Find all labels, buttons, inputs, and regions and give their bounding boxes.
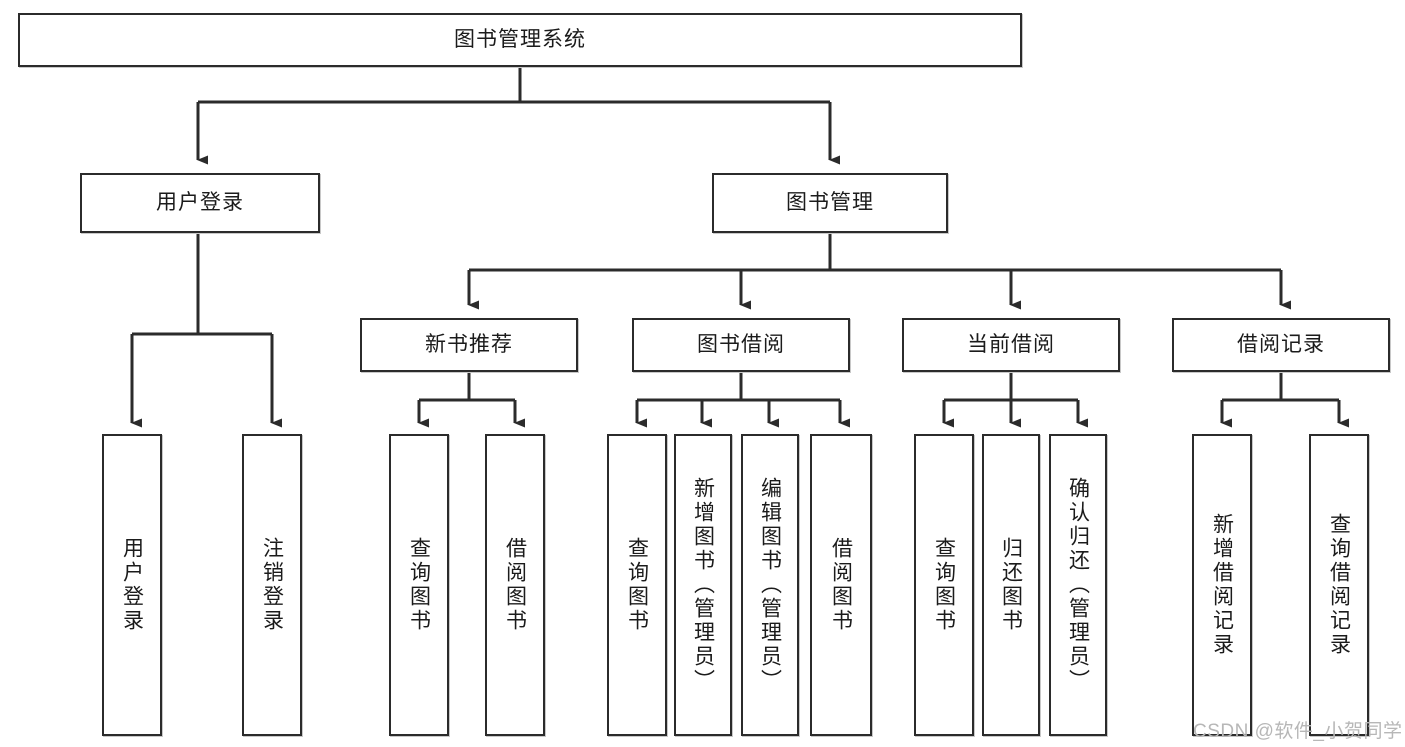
node-leaf-borrow-book-2[interactable]: 借阅图书 — [810, 434, 872, 736]
node-book-borrow-label: 图书借阅 — [697, 332, 785, 356]
node-root-system-label: 图书管理系统 — [454, 27, 586, 51]
node-root-system[interactable]: 图书管理系统 — [18, 13, 1022, 67]
node-leaf-query-book-2-label: 查询图书 — [625, 537, 649, 633]
node-leaf-confirm-return-label: 确认归还（管理员） — [1066, 477, 1090, 693]
node-leaf-user-login[interactable]: 用户登录 — [102, 434, 162, 736]
node-leaf-query-book-1[interactable]: 查询图书 — [389, 434, 449, 736]
node-book-manage[interactable]: 图书管理 — [712, 173, 948, 233]
node-leaf-user-logout-label: 注销登录 — [260, 537, 284, 633]
node-leaf-confirm-return[interactable]: 确认归还（管理员） — [1049, 434, 1107, 736]
node-leaf-borrow-book-1-label: 借阅图书 — [503, 537, 527, 633]
node-leaf-edit-book-label: 编辑图书（管理员） — [758, 477, 782, 693]
node-leaf-query-book-2[interactable]: 查询图书 — [607, 434, 667, 736]
node-book-borrow[interactable]: 图书借阅 — [632, 318, 850, 372]
node-leaf-user-login-label: 用户登录 — [120, 537, 144, 633]
node-leaf-query-book-1-label: 查询图书 — [407, 537, 431, 633]
node-leaf-query-record[interactable]: 查询借阅记录 — [1309, 434, 1369, 736]
node-user-login-label: 用户登录 — [156, 190, 244, 214]
node-leaf-edit-book[interactable]: 编辑图书（管理员） — [741, 434, 799, 736]
node-leaf-add-record[interactable]: 新增借阅记录 — [1192, 434, 1252, 736]
node-leaf-return-book[interactable]: 归还图书 — [982, 434, 1040, 736]
node-borrow-record[interactable]: 借阅记录 — [1172, 318, 1390, 372]
node-borrow-record-label: 借阅记录 — [1237, 332, 1325, 356]
node-book-manage-label: 图书管理 — [786, 190, 874, 214]
node-new-book-recommend[interactable]: 新书推荐 — [360, 318, 578, 372]
node-user-login[interactable]: 用户登录 — [80, 173, 320, 233]
node-leaf-add-book[interactable]: 新增图书（管理员） — [674, 434, 732, 736]
node-leaf-query-book-3-label: 查询图书 — [932, 537, 956, 633]
node-leaf-borrow-book-1[interactable]: 借阅图书 — [485, 434, 545, 736]
node-leaf-add-record-label: 新增借阅记录 — [1210, 513, 1234, 657]
node-current-borrow[interactable]: 当前借阅 — [902, 318, 1120, 372]
node-leaf-add-book-label: 新增图书（管理员） — [691, 477, 715, 693]
node-new-book-recommend-label: 新书推荐 — [425, 332, 513, 356]
csdn-watermark: CSDN @软件_小贺同学 — [1193, 721, 1403, 742]
node-leaf-user-logout[interactable]: 注销登录 — [242, 434, 302, 736]
node-leaf-borrow-book-2-label: 借阅图书 — [829, 537, 853, 633]
node-leaf-query-book-3[interactable]: 查询图书 — [914, 434, 974, 736]
node-leaf-return-book-label: 归还图书 — [999, 537, 1023, 633]
node-current-borrow-label: 当前借阅 — [967, 332, 1055, 356]
node-leaf-query-record-label: 查询借阅记录 — [1327, 513, 1351, 657]
